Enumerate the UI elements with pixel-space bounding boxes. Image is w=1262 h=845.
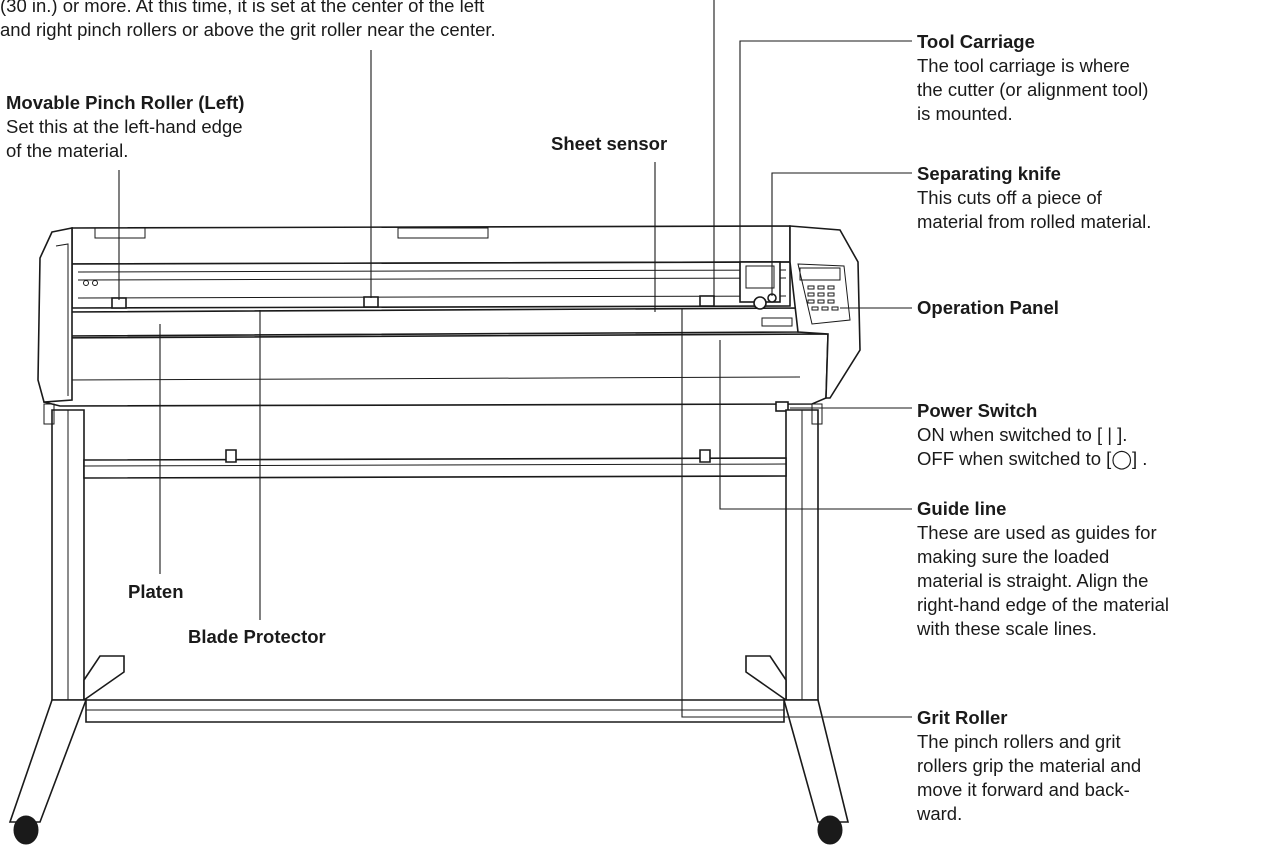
label-desc: These are used as guides for <box>917 522 1157 543</box>
label-desc: of the material. <box>6 140 129 161</box>
label-desc: OFF when switched to [◯] . <box>917 448 1148 469</box>
plotter-body <box>37 225 861 412</box>
label-platen: Platen <box>128 580 184 604</box>
label-desc: making sure the loaded <box>917 546 1110 567</box>
caster-left <box>13 815 39 845</box>
label-title: Tool Carriage <box>917 31 1035 52</box>
label-desc: material from rolled material. <box>917 211 1152 232</box>
label-desc: ward. <box>917 803 963 824</box>
label-title: Blade Protector <box>188 626 326 647</box>
label-title: Sheet sensor <box>551 133 668 154</box>
label-desc: move it forward and back- <box>917 779 1130 800</box>
label-desc: right-hand edge of the material <box>917 594 1169 615</box>
label-title: Power Switch <box>917 400 1038 421</box>
label-guide-line: Guide line These are used as guides for … <box>917 497 1169 641</box>
plotter-stand <box>8 403 850 845</box>
label-desc: is mounted. <box>917 103 1013 124</box>
label-movable-pinch-roller-left: Movable Pinch Roller (Left) Set this at … <box>6 91 244 163</box>
label-desc: material is straight. Align the <box>917 570 1149 591</box>
power-switch-illustration <box>775 401 789 412</box>
top-description: (30 in.) or more. At this time, it is se… <box>0 0 496 42</box>
pinch-roller-center <box>363 296 379 308</box>
label-title: Separating knife <box>917 163 1061 184</box>
label-title: Platen <box>128 581 184 602</box>
label-title: Operation Panel <box>917 297 1059 318</box>
label-title: Grit Roller <box>917 707 1008 728</box>
label-desc: This cuts off a piece of <box>917 187 1102 208</box>
label-desc: The tool carriage is where <box>917 55 1130 76</box>
label-separating-knife: Separating knife This cuts off a piece o… <box>917 162 1151 234</box>
label-desc: The pinch rollers and grit <box>917 731 1121 752</box>
label-desc: Set this at the left-hand edge <box>6 116 243 137</box>
leader-separating-knife <box>771 172 912 296</box>
label-title: Guide line <box>917 498 1007 519</box>
tool-carriage-illustration <box>739 261 781 310</box>
label-desc: ON when switched to [ | ]. <box>917 424 1128 445</box>
leader-lines <box>118 0 912 718</box>
label-tool-carriage: Tool Carriage The tool carriage is where… <box>917 30 1148 126</box>
pinch-roller-right <box>699 295 715 307</box>
label-sheet-sensor: Sheet sensor <box>551 132 667 156</box>
label-desc: the cutter (or alignment tool) <box>917 79 1149 100</box>
label-operation-panel: Operation Panel <box>917 296 1059 320</box>
operation-panel-illustration <box>799 267 841 311</box>
label-power-switch: Power Switch ON when switched to [ | ]. … <box>917 399 1147 471</box>
label-title: Movable Pinch Roller (Left) <box>6 92 245 113</box>
caster-right <box>817 815 843 845</box>
leader-tool-carriage <box>739 40 912 300</box>
label-blade-protector: Blade Protector <box>188 625 326 649</box>
top-description-line: (30 in.) or more. At this time, it is se… <box>0 0 485 16</box>
top-description-line: and right pinch rollers or above the gri… <box>0 19 496 40</box>
label-grit-roller: Grit Roller The pinch rollers and grit r… <box>917 706 1141 826</box>
label-desc: with these scale lines. <box>917 618 1097 639</box>
label-desc: rollers grip the material and <box>917 755 1142 776</box>
leader-guide-line <box>719 340 912 510</box>
leader-grit-roller <box>681 308 912 718</box>
